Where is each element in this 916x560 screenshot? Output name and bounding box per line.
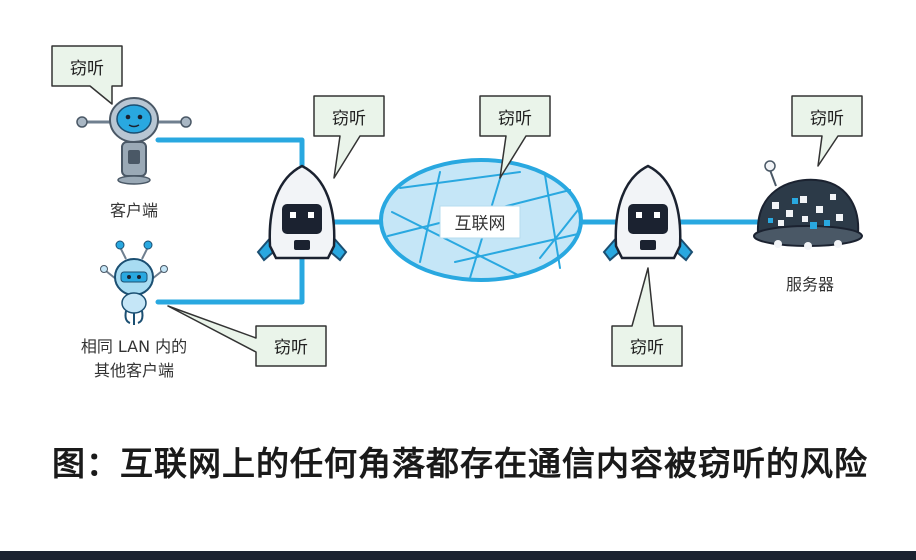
internet-label: 互联网 [455,214,506,234]
server-robot [753,160,863,250]
bubble-internet-text: 窃听 [498,109,532,129]
lan-client-label-line1: 相同 LAN 内的 [81,337,187,356]
right-router-rocket [602,164,694,262]
bubble-lan-text: 窃听 [274,338,308,358]
bubble-server-text: 窃听 [810,109,844,129]
client-label: 客户端 [110,201,158,220]
lan-client-robot [100,240,168,325]
bubble-router-left-text: 窃听 [332,109,366,129]
lan-client-to-router-line [155,252,305,305]
bubble-router-right: 窃听 [611,267,683,367]
bubble-router-left: 窃听 [313,95,385,179]
bubble-router-right-text: 窃听 [630,338,664,358]
bubble-lan: 窃听 [167,305,327,367]
client-robot [76,97,192,185]
left-router-rocket [256,164,348,262]
bubble-server: 窃听 [791,95,863,167]
figure-caption: 图：互联网上的任何角落都存在通信内容被窃听的风险 [52,444,868,483]
client-to-router-line [155,137,305,185]
lan-client-label-line2: 其他客户端 [94,361,174,380]
server-label: 服务器 [786,275,834,294]
internet-cloud: 互联网 [379,158,583,282]
bottom-rule [0,551,916,560]
bubble-internet: 窃听 [479,95,551,179]
cloud-network-lines [387,161,579,279]
eavesdropping-diagram: 互联网 客户端 [51,45,863,380]
bubble-client: 窃听 [51,45,123,105]
bubble-client-text: 窃听 [70,59,104,79]
